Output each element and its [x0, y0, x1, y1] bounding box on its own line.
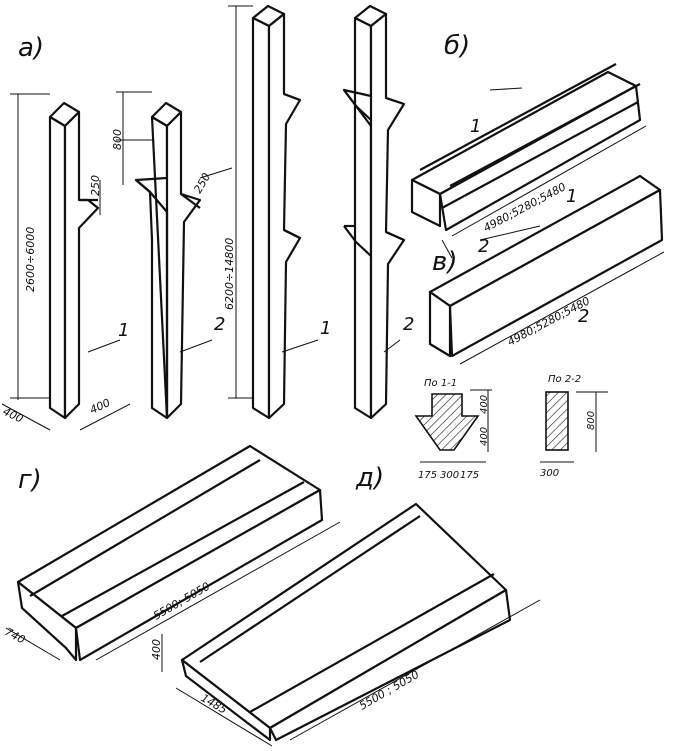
column-dimension-lines [1, 5, 401, 431]
label-b: б) [444, 31, 470, 61]
dim-250-a: 250 [89, 175, 102, 196]
section-mark-2b: 2 [578, 306, 589, 327]
section-2-shape [545, 391, 569, 451]
section-1-height-2: 400 [479, 427, 490, 446]
section-mark-2: 2 [478, 236, 489, 257]
section-mark-1: 1 [470, 116, 481, 137]
beam-rect-section [428, 174, 664, 358]
section-1-shape [414, 393, 480, 451]
column-number-2b: 2 [403, 314, 414, 335]
beam-t-section [410, 63, 642, 232]
beam-dimension-lines [441, 87, 665, 365]
label-d: д) [355, 463, 384, 493]
column-short-plain [48, 101, 100, 420]
dim-slab-g-width: 740 [3, 625, 28, 646]
section-1-width-2: 300 [440, 470, 459, 481]
dim-slab-d-height: 400 [150, 639, 163, 660]
column-number-1b: 1 [320, 318, 331, 339]
column-number-1a: 1 [118, 320, 129, 341]
section-1-width-3: 175 [460, 470, 479, 481]
cross-sections: По 1-1 400 400 175 300 175 По 2-2 800 30… [414, 374, 608, 481]
dim-800: 800 [111, 129, 124, 150]
section-2-title: По 2-2 [548, 374, 581, 385]
label-a: а) [18, 33, 44, 63]
label-v: в) [432, 247, 457, 277]
dim-width-400-b: 400 [88, 396, 113, 417]
dim-width-400-a: 400 [1, 405, 26, 426]
section-mark-1b: 1 [566, 186, 577, 207]
group-d-slab: д) 400 1485 5500 ; 5050 [150, 463, 541, 747]
column-short-console [134, 101, 202, 420]
group-a-columns: а) [1, 4, 414, 431]
section-1-height-1: 400 [479, 395, 490, 414]
dim-column-height-tall: 6200÷14800 [223, 238, 236, 310]
column-tall-console [342, 4, 406, 420]
dim-column-height-short: 2600÷6000 [24, 227, 37, 292]
section-2-height: 800 [586, 411, 597, 430]
column-tall-plain [251, 4, 302, 420]
column-number-2a: 2 [214, 314, 225, 335]
section-2-width: 300 [540, 468, 559, 479]
section-1-title: По 1-1 [424, 378, 457, 389]
group-b-beams: б) в) 1 1 2 2 4980;5280;5480 4 [410, 31, 665, 365]
section-1-width-1: 175 [418, 470, 437, 481]
label-g: г) [18, 465, 42, 495]
